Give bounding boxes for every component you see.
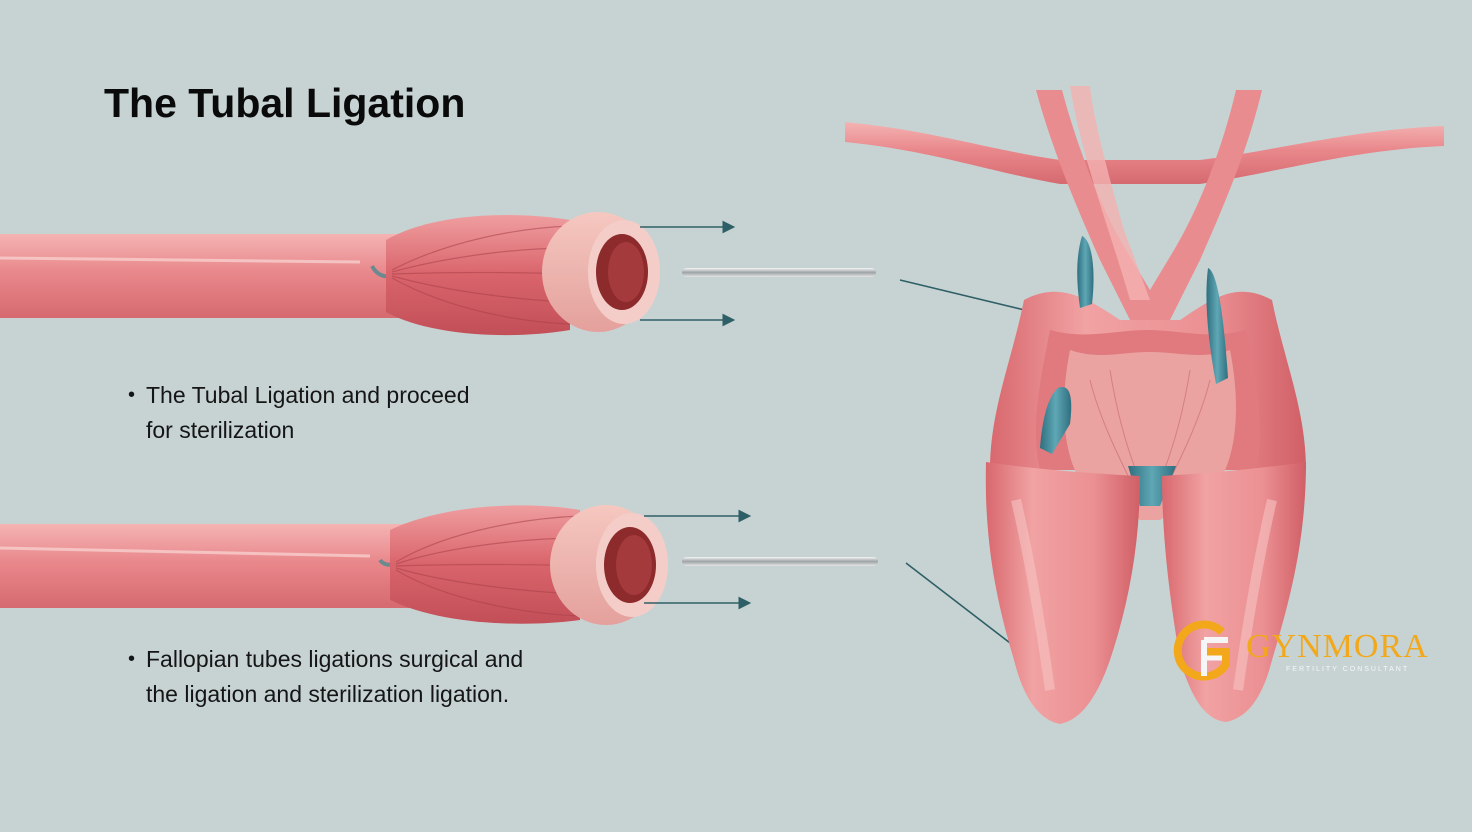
- bullet-list-fallopian: Fallopian tubes ligations surgical and t…: [128, 642, 598, 712]
- bullet-line: The Tubal Ligation and proceed: [146, 382, 470, 408]
- ligation-rod: [682, 557, 878, 566]
- list-item: Fallopian tubes ligations surgical and t…: [128, 642, 598, 712]
- tube-lower: [0, 505, 668, 625]
- bullet-line: for sterilization: [146, 417, 295, 443]
- surgical-clip-icon: [1206, 268, 1228, 384]
- tube-upper: [0, 212, 660, 336]
- surgical-clip-icon: [1077, 236, 1094, 308]
- page-title: The Tubal Ligation: [104, 80, 466, 126]
- bullet-line: the ligation and sterilization ligation.: [146, 681, 510, 707]
- anatomy-figure: [845, 86, 1444, 724]
- ligation-rod: [682, 268, 876, 277]
- bullet-line: Fallopian tubes ligations surgical and: [146, 646, 524, 672]
- list-item: The Tubal Ligation and proceed for steri…: [128, 378, 548, 448]
- brand-tagline: FERTILITY CONSULTANT: [1286, 666, 1410, 673]
- logo-g-icon: [1173, 620, 1230, 681]
- bullet-list-sterilization: The Tubal Ligation and proceed for steri…: [128, 378, 548, 448]
- surgical-clip-icon: [1040, 387, 1072, 454]
- brand-name: GYNMORA: [1246, 628, 1429, 665]
- brand-logo: GYNMORA FERTILITY CONSULTANT: [1168, 618, 1468, 688]
